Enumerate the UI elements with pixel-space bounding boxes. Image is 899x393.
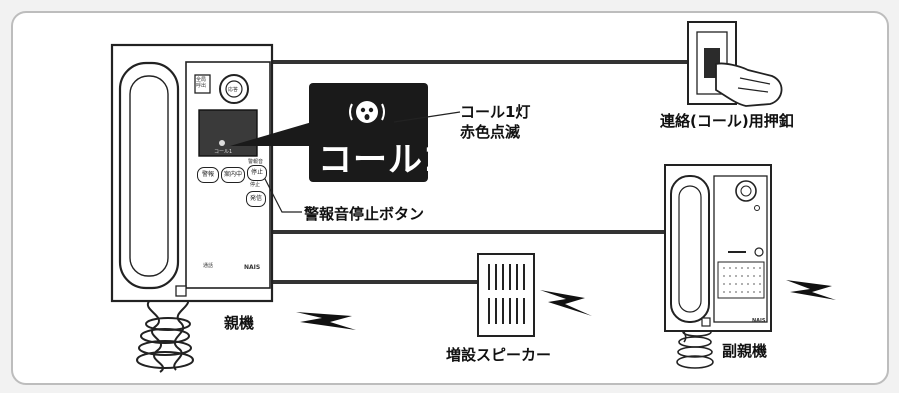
sound-wave-icon <box>296 312 356 330</box>
pressing-hand-icon <box>715 62 783 107</box>
display-tag: コール1 <box>214 149 233 155</box>
master-brand-logo: NAIS <box>244 264 261 271</box>
sub-brand-logo: NAIS <box>752 318 766 324</box>
alarm-stop-button-label: 警報音停止ボタン <box>304 205 425 223</box>
coiled-cord-icon <box>136 295 194 373</box>
extension-speaker <box>477 253 535 337</box>
alarm-button[interactable]: 警報 <box>197 167 219 183</box>
mic-label: 通話 <box>203 263 214 269</box>
callout-pointer <box>230 122 318 146</box>
callout-call-text: コール1 <box>318 140 448 180</box>
handset <box>118 61 180 290</box>
alarm-stop-small-label: 警報音 <box>248 159 264 165</box>
sub-speaker-grille <box>717 261 765 299</box>
stop-button[interactable]: 停止 <box>247 165 267 181</box>
extension-speaker-label: 増設スピーカー <box>446 346 552 364</box>
guide-button[interactable]: 案内中 <box>221 167 245 183</box>
call-push-button <box>687 21 783 107</box>
call-all-button <box>194 74 211 94</box>
leader-lines <box>262 111 461 213</box>
sub-master-unit-label: 副親機 <box>722 342 768 360</box>
display-window <box>198 109 258 157</box>
call-button-label: 連絡(コール)用押釦 <box>660 112 794 130</box>
sound-wave-icons <box>296 280 836 330</box>
alarm-lamp-icon <box>349 101 385 123</box>
call-lamp-label-line2: 赤色点滅 <box>460 123 521 141</box>
call-lamp <box>219 140 225 146</box>
sub-master-unit <box>664 164 772 369</box>
stop-small-label: 停止 <box>250 182 261 188</box>
sound-wave-icon <box>786 280 836 300</box>
call-display-callout <box>309 83 428 182</box>
wires <box>270 60 688 284</box>
master-unit-label: 親機 <box>224 314 255 332</box>
sound-wave-icon <box>540 290 592 316</box>
dial-label: 応答 <box>228 87 239 93</box>
send-button[interactable]: 発信 <box>246 191 266 207</box>
call-all-label: 全局 呼出 <box>196 77 207 89</box>
sub-handset <box>670 175 710 323</box>
call-lamp-label-line1: コール1灯 <box>460 103 531 121</box>
